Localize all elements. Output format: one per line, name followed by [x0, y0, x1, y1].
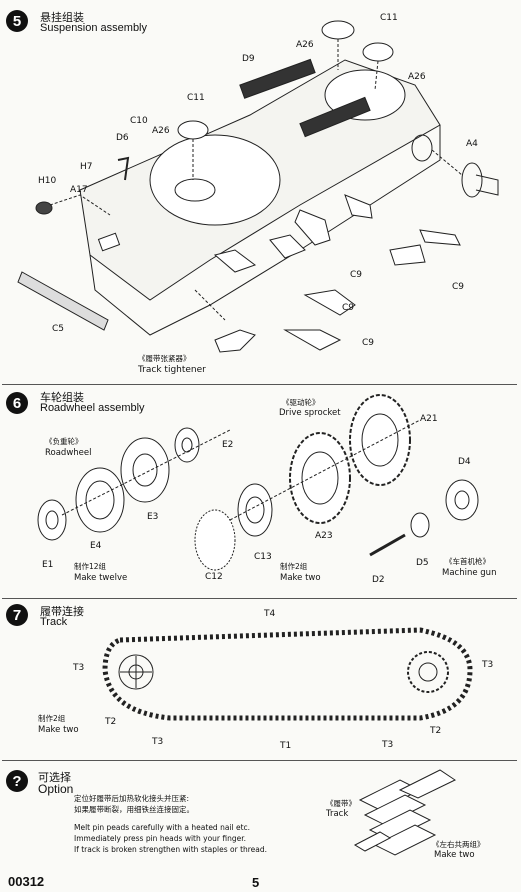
label-t1: T1: [280, 741, 292, 751]
sides-en: Make two: [434, 850, 475, 860]
label-e4: E4: [90, 541, 102, 551]
label-c9-b: C9: [452, 282, 465, 292]
label-a21: A21: [420, 414, 438, 424]
option-text-en-3: If track is broken strengthen with stapl…: [74, 845, 268, 854]
roadwheel-en: Roadwheel: [45, 448, 92, 458]
label-a23: A23: [315, 531, 333, 541]
step-title-cn: 车轮组装: [40, 392, 84, 404]
section-suspension: 5 悬挂组装 Suspension assembly: [2, 2, 517, 385]
track-cn: 《履带》: [326, 799, 356, 808]
label-h10: H10: [38, 176, 57, 186]
label-t4: T4: [264, 609, 276, 619]
sides-cn: 《左右共两组》: [432, 840, 485, 849]
step-number-6: 6: [6, 392, 28, 414]
label-t3-d: T3: [382, 740, 394, 750]
label-t2-a: T2: [105, 717, 117, 727]
option-text-cn-2: 如果履带断裂，用细铁丝连接固定。: [74, 805, 194, 814]
make-two-cn: 制作2组: [38, 714, 66, 723]
label-e1: E1: [42, 560, 54, 570]
section-track: 7 履带连接 Track: [2, 600, 517, 761]
label-t3-c: T3: [152, 737, 164, 747]
sprocket-en: Drive sprocket: [279, 408, 341, 418]
label-h7: H7: [80, 162, 93, 172]
label-a26-a: A26: [296, 40, 314, 50]
step-title-cn: 履带连接: [40, 606, 84, 618]
step-number-7: 7: [6, 604, 28, 626]
label-c13: C13: [254, 552, 272, 562]
page-number: 5: [252, 875, 260, 890]
machine-gun-cn: 《车首机枪》: [445, 557, 490, 566]
label-c9-c: C9: [342, 303, 355, 313]
section-option: ? 可选择 Option: [2, 762, 517, 870]
label-e3: E3: [147, 512, 159, 522]
label-c12: C12: [205, 572, 223, 582]
label-d6: D6: [116, 133, 129, 143]
step-title-cn: 悬挂组装: [40, 12, 84, 24]
step-title-en: Roadwheel assembly: [40, 402, 145, 414]
label-c5: C5: [52, 324, 65, 334]
label-e2: E2: [222, 440, 234, 450]
label-a17: A17: [70, 185, 88, 195]
make-two-en: Make two: [38, 725, 79, 735]
machine-gun-en: Machine gun: [442, 568, 497, 578]
step-title-en: Suspension assembly: [40, 22, 148, 34]
sprocket-cn: 《驱动轮》: [282, 398, 320, 407]
make-twelve-cn: 制作12组: [74, 562, 107, 571]
track-tightener-cn: 《履带张紧器》: [138, 354, 191, 363]
option-text-en-2: Immediately press pin heads with your fi…: [74, 834, 247, 843]
make-two-cn: 制作2组: [280, 562, 308, 571]
label-c9-d: C9: [362, 338, 375, 348]
label-c10: C10: [130, 116, 148, 126]
label-d9: D9: [242, 54, 255, 64]
step-number-5: 5: [6, 10, 28, 32]
section-roadwheel: 6 车轮组装 Roadwheel assembly: [2, 386, 517, 599]
make-twelve-en: Make twelve: [74, 573, 128, 583]
label-c11-a: C11: [380, 13, 398, 23]
option-text-en-1: Melt pin peads carefully with a heated n…: [74, 823, 251, 832]
label-d2: D2: [372, 575, 385, 585]
label-t2-b: T2: [430, 726, 442, 736]
question-icon: ?: [6, 770, 28, 792]
label-d4: D4: [458, 457, 471, 467]
label-a26-b: A26: [408, 72, 426, 82]
label-d5: D5: [416, 558, 429, 568]
label-t3-a: T3: [73, 663, 85, 673]
roadwheel-cn: 《负重轮》: [45, 437, 83, 446]
option-text-cn-1: 定位好履带后加热软化接头并压紧:: [74, 794, 190, 803]
step-title-en: Track: [40, 616, 68, 628]
label-c9-a: C9: [350, 270, 363, 280]
product-code: 00312: [8, 874, 45, 889]
make-two-en: Make two: [280, 573, 321, 583]
track-tightener-en: Track tightener: [138, 365, 206, 375]
option-title-cn: 可选择: [38, 772, 71, 784]
option-title-en: Option: [38, 782, 74, 796]
label-a26-c: A26: [152, 126, 170, 136]
label-a4: A4: [466, 139, 478, 149]
track-en: Track: [326, 809, 349, 819]
label-c11-b: C11: [187, 93, 205, 103]
label-t3-b: T3: [482, 660, 494, 670]
